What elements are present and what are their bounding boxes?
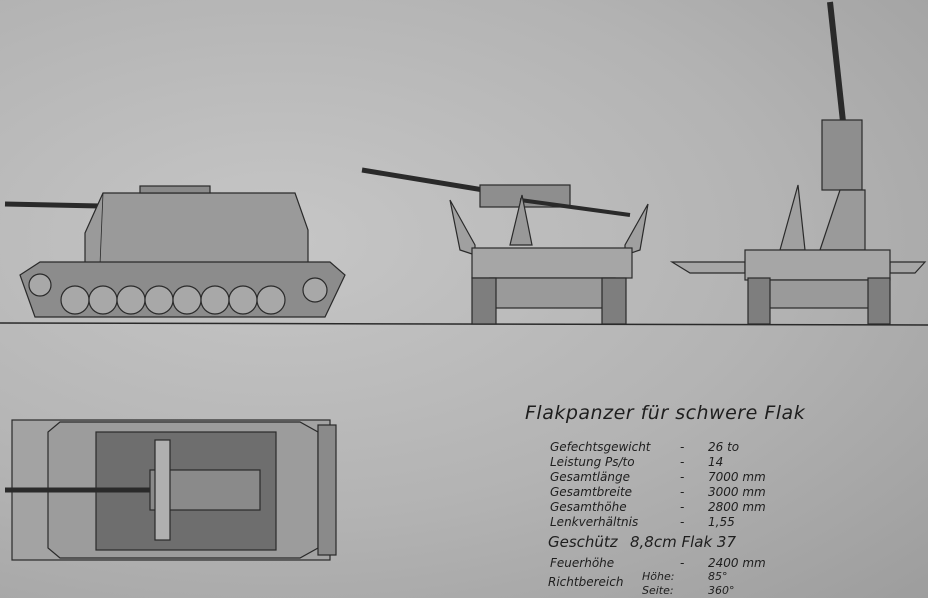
traverse-label: Richtbereich xyxy=(548,575,624,589)
top-view-rear-grille xyxy=(317,424,337,556)
elevated-view-hull xyxy=(744,249,891,281)
side-value: 360° xyxy=(708,584,735,597)
spec-value: 26 to xyxy=(708,440,740,454)
fire-height-label: Feuerhöhe xyxy=(550,556,615,570)
ground-line xyxy=(0,322,928,326)
spec-label: Lenkverhältnis xyxy=(550,515,639,529)
front-view-left-shield xyxy=(449,199,476,256)
left-side-platform xyxy=(669,261,746,274)
front-view-left-track xyxy=(471,277,497,325)
spec-label: Leistung Ps/to xyxy=(550,455,635,469)
right-side-platform xyxy=(889,261,927,274)
spec-value: 1,55 xyxy=(708,515,735,529)
tank-side-view xyxy=(4,185,346,318)
spec-value: 3000 mm xyxy=(708,485,766,499)
spec-value: 2800 mm xyxy=(708,500,766,514)
spec-dash: - xyxy=(680,470,685,484)
spec-dash: - xyxy=(680,556,685,570)
spec-label: Gefechtsgewicht xyxy=(550,440,651,454)
tank-top-view xyxy=(5,419,337,561)
elevated-gun-barrel xyxy=(827,1,848,141)
spec-dash: - xyxy=(680,500,685,514)
side-view-superstructure xyxy=(84,192,309,266)
spec-dash: - xyxy=(680,485,685,499)
front-view-hull xyxy=(471,247,633,279)
gun-label: Geschütz xyxy=(548,533,618,551)
tank-front-view xyxy=(361,167,649,325)
drawing-title: Flakpanzer für schwere Flak xyxy=(525,402,806,424)
side-view-gun-barrel xyxy=(4,201,101,209)
spec-value: 7000 mm xyxy=(708,470,766,484)
front-view-right-track xyxy=(601,277,627,325)
spec-label: Gesamthöhe xyxy=(550,500,627,514)
side-view-roof-hatch xyxy=(139,185,211,194)
gun-value: 8,8cm Flak 37 xyxy=(630,533,737,551)
elevation-value: 85° xyxy=(708,570,728,583)
spec-dash: - xyxy=(680,440,685,454)
spec-dash: - xyxy=(680,455,685,469)
elevated-gun-cradle xyxy=(821,119,863,191)
front-view-right-shield xyxy=(624,203,649,256)
tank-front-view-elevated xyxy=(669,1,927,325)
side-view-road-wheels xyxy=(28,273,328,315)
spec-label: Gesamtbreite xyxy=(550,485,633,499)
spec-value: 14 xyxy=(708,455,724,469)
elevation-label: Höhe: xyxy=(642,570,675,583)
spec-dash: - xyxy=(680,515,685,529)
fire-height-value: 2400 mm xyxy=(708,556,766,570)
side-label: Seite: xyxy=(642,584,674,597)
spec-label: Gesamtlänge xyxy=(550,470,630,484)
